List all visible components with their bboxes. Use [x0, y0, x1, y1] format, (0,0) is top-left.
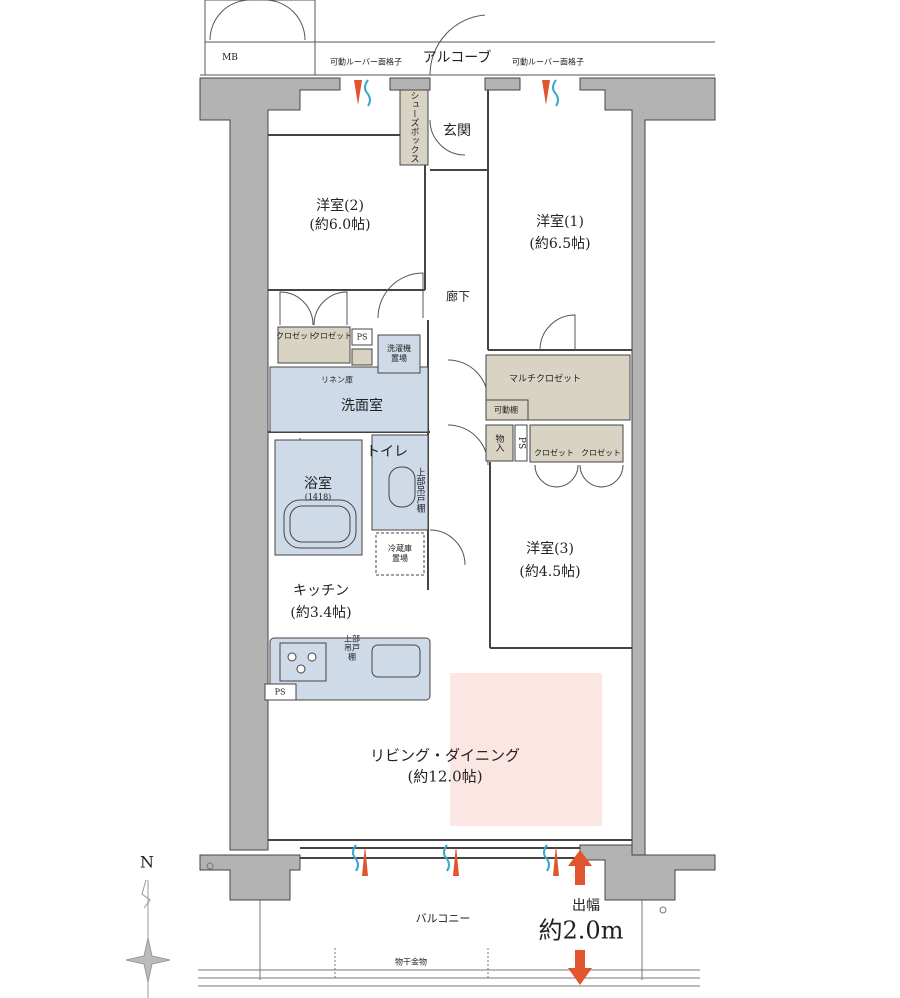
airflow-icons	[352, 79, 559, 876]
room1-name: 洋室(1)	[536, 214, 584, 230]
balcony-label: バルコニー	[415, 912, 471, 925]
kitchen-name: キッチン	[293, 583, 349, 599]
toilet-label: トイレ	[366, 444, 408, 460]
closet-a-label: クロゼット	[276, 331, 316, 341]
storage-label: 物入	[493, 434, 504, 452]
louver-left-label: 可動ルーバー面格子	[330, 57, 402, 67]
room3-size: (約4.5帖)	[519, 564, 581, 580]
ld-size: (約12.0帖)	[407, 767, 483, 786]
kitchen-size: (約3.4帖)	[290, 605, 352, 621]
ld-name: リビング・ダイニング	[369, 746, 521, 765]
depth-arrows	[568, 850, 592, 985]
fridge-label: 冷蔵庫置場	[388, 544, 412, 563]
washer-label: 洗濯機置場	[387, 344, 411, 363]
bathroom-label: 浴室	[304, 476, 332, 492]
louver-right-label: 可動ルーバー面格子	[512, 57, 584, 67]
room2-name: 洋室(2)	[316, 198, 364, 214]
compass-icon	[125, 879, 171, 998]
bath-size: (1418)	[304, 492, 332, 502]
living-highlight	[450, 673, 602, 826]
shoebox-label: シューズボックス	[408, 91, 419, 163]
closet-b-label: クロゼット	[312, 331, 352, 341]
walls	[199, 77, 716, 901]
ps-label-1: PS	[356, 332, 368, 342]
ps-label-2: PS	[516, 436, 526, 450]
multi-closet-label: マルチクロゼット	[508, 374, 582, 385]
room3-name: 洋室(3)	[526, 541, 574, 557]
balcony-depth-label: 出幅	[572, 898, 600, 914]
closet-c-label: クロゼット	[534, 448, 574, 458]
corridor-label: 廊下	[445, 289, 471, 304]
balcony-depth-value: 約2.0m	[538, 916, 624, 945]
washroom-label: 洗面室	[341, 398, 383, 414]
closet-d-label: クロゼット	[581, 448, 621, 458]
room1-size: (約6.5帖)	[529, 236, 591, 252]
ps-label-3: PS	[274, 687, 286, 697]
north-label: N	[140, 852, 154, 872]
linen-label: リネン庫	[321, 375, 353, 385]
movable-shelf-label: 可動棚	[494, 405, 518, 415]
alcove-label: アルコーブ	[422, 50, 492, 66]
toilet-cabinet-label: 上部吊戸棚	[414, 467, 425, 513]
clothes-hanger-label: 物干金物	[395, 957, 427, 967]
kitchen-cabinet-label: 上部吊戸棚	[344, 634, 360, 662]
mb-label: MB	[222, 53, 238, 63]
room2-size: (約6.0帖)	[309, 217, 371, 233]
entrance-label: 玄関	[443, 123, 471, 139]
